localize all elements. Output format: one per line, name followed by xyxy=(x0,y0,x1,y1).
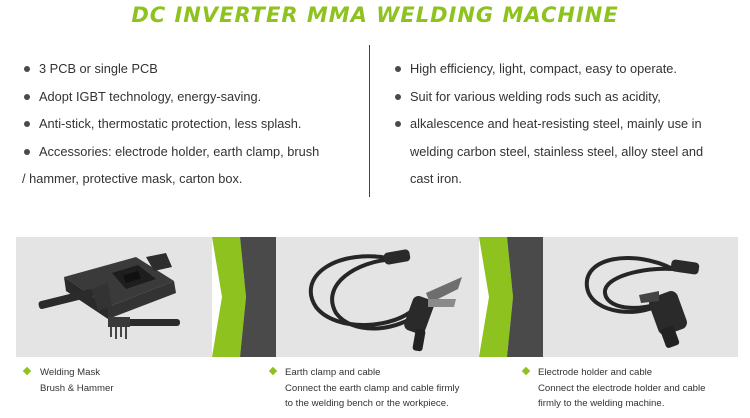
feature-item-continuation: alkalescence and heat-resisting steel, m… xyxy=(393,110,743,138)
arrow-separator xyxy=(212,237,276,357)
chipping-hammer-icon xyxy=(38,283,112,311)
electrode-holder-panel xyxy=(543,237,738,357)
accessory-description: Connect the earth clamp and cable firmly xyxy=(285,382,460,394)
feature-list-left: 3 PCB or single PCB Adopt IGBT technolog… xyxy=(22,55,367,193)
page-title: DC INVERTER MMA WELDING MACHINE xyxy=(131,3,619,27)
accessory-title: Welding Mask xyxy=(40,367,101,378)
earth-clamp-panel xyxy=(276,237,479,357)
accessory-caption: Earth clamp and cable Connect the earth … xyxy=(268,365,460,412)
diamond-bullet-icon xyxy=(268,366,278,376)
earth-clamp-icon xyxy=(308,254,424,331)
feature-item: Suit for various welding rods such as ac… xyxy=(393,83,743,111)
feature-list-right: High efficiency, light, compact, easy to… xyxy=(393,55,743,193)
diamond-bullet-icon xyxy=(521,366,531,376)
arrow-separator xyxy=(479,237,543,357)
feature-item-continuation: cast iron. xyxy=(410,171,462,186)
feature-item-continuation: / hammer, protective mask, carton box. xyxy=(22,171,243,186)
accessory-title: Electrode holder and cable xyxy=(538,367,653,378)
welding-mask-panel xyxy=(16,237,212,357)
feature-item: 3 PCB or single PCB xyxy=(22,55,367,83)
feature-item: High efficiency, light, compact, easy to… xyxy=(393,55,743,83)
column-divider xyxy=(369,45,370,197)
diamond-bullet-icon xyxy=(22,366,32,376)
accessory-title: Earth clamp and cable xyxy=(285,367,381,378)
accessory-description: firmly to the welding machine. xyxy=(538,398,665,409)
accessory-description: to the welding bench or the workpiece. xyxy=(285,398,449,409)
accessory-caption: Electrode holder and cable Connect the e… xyxy=(521,365,706,412)
feature-item: Anti-stick, thermostatic protection, les… xyxy=(22,110,367,138)
feature-item: Accessories: electrode holder, earth cla… xyxy=(22,138,367,166)
accessory-caption: Welding Mask Brush & Hammer xyxy=(22,365,114,396)
wire-brush-icon xyxy=(108,317,180,339)
accessory-description: Brush & Hammer xyxy=(40,382,114,394)
accessory-description: Connect the electrode holder and cable xyxy=(538,382,706,394)
feature-item-continuation: welding carbon steel, stainless steel, a… xyxy=(410,143,704,159)
electrode-holder-icon xyxy=(584,256,675,314)
feature-item: Adopt IGBT technology, energy-saving. xyxy=(22,83,367,111)
